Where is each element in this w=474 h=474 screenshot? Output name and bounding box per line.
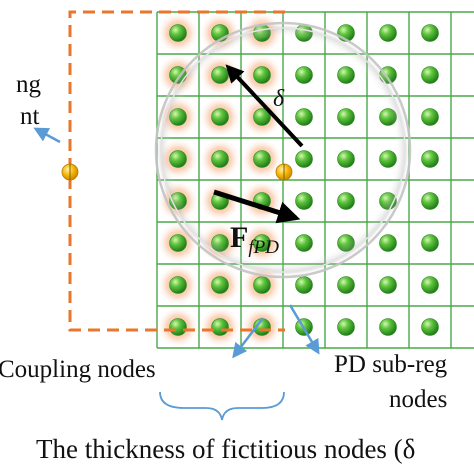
- pd-subregion-label-line2: nodes: [389, 386, 447, 413]
- pd-node: [379, 24, 397, 42]
- coupling-node: [169, 318, 187, 336]
- pd-node: [295, 276, 313, 294]
- pd-node: [379, 234, 397, 252]
- left-partial-label-line1: ng: [16, 71, 42, 98]
- pd-node: [421, 108, 439, 126]
- coupling-node: [169, 276, 187, 294]
- coupling-nodes-pointer-arrow: [232, 317, 264, 359]
- horizon-circle-inner: [160, 27, 406, 273]
- pd-node: [421, 276, 439, 294]
- left-partial-label-line2: nt: [20, 103, 40, 130]
- force-label-main: F: [230, 221, 248, 254]
- pd-node: [421, 318, 439, 336]
- force-label-subscript: fPD: [248, 237, 279, 258]
- pd-node: [421, 234, 439, 252]
- delta-label: δ: [273, 86, 285, 112]
- coupling-node: [211, 276, 229, 294]
- pd-subregion-pointer-arrow: [288, 304, 320, 355]
- pd-node: [379, 276, 397, 294]
- pd-node: [421, 66, 439, 84]
- thickness-caption: The thickness of fictitious nodes (δ: [36, 434, 415, 464]
- left-pointer-arrow: [33, 127, 61, 144]
- thickness-brace: [159, 391, 285, 421]
- coupling-point-left: [61, 163, 79, 181]
- pd-node: [337, 318, 355, 336]
- pd-subregion-label-line1: PD sub-reg: [334, 351, 448, 378]
- pd-node: [379, 318, 397, 336]
- pd-node: [337, 276, 355, 294]
- force-arrow: [213, 189, 301, 224]
- coupling-node: [169, 234, 187, 252]
- coupling-node: [253, 276, 271, 294]
- horizon-circle: [154, 21, 412, 279]
- coupling-node: [211, 318, 229, 336]
- pd-node: [421, 192, 439, 210]
- pd-node: [421, 150, 439, 168]
- coupling-node: [169, 24, 187, 42]
- coupling-nodes-label: Coupling nodes: [0, 356, 156, 383]
- delta-radius-arrow: [225, 64, 304, 148]
- pd-node: [421, 24, 439, 42]
- coupling-point-center: [275, 163, 293, 181]
- force-label: FfPD: [230, 221, 279, 258]
